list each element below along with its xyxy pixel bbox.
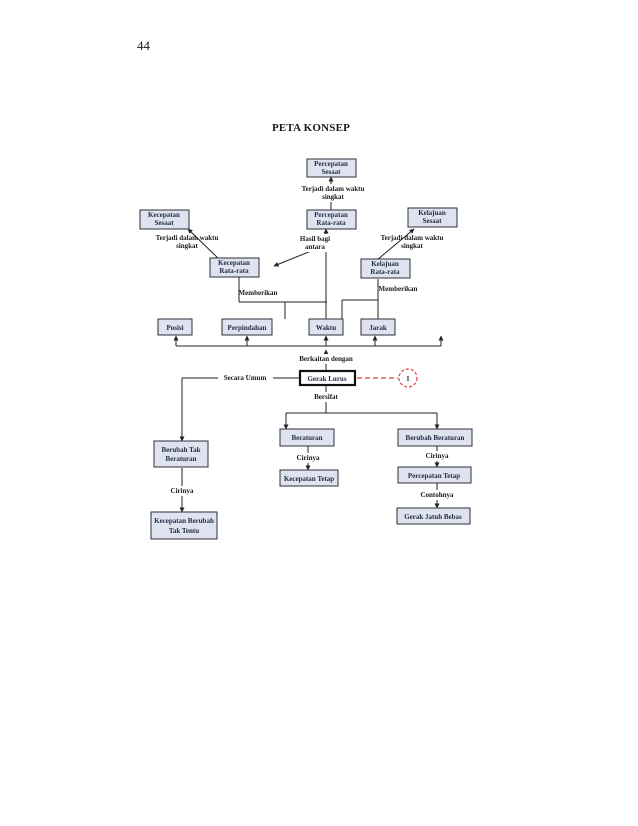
link-memberikan-right: Memberikan [379, 285, 418, 293]
node-jarak [360, 318, 396, 336]
node-gerak-lurus-label: Gerak Lurus [307, 375, 346, 383]
page-number: 44 [137, 38, 150, 53]
node-berubah-beraturan-label: Berubah Beraturan [406, 434, 465, 442]
node-kecepatan-ratarata-line1: Kecepatan [218, 259, 250, 267]
link-terjadi-left-line2: singkat [176, 242, 198, 250]
link-memberikan-left: Memberikan [239, 289, 278, 297]
link-hasil-bagi-line1: Hasil bagi [300, 235, 330, 243]
link-bersifat: Bersifat [314, 393, 338, 401]
node-jarak-label: Jarak [369, 324, 387, 332]
node-perpindahan-label: Perpindahan [228, 324, 267, 332]
node-kelajuan-sesaat-line1: Kelajuan [418, 209, 446, 217]
node-posisi [157, 318, 193, 336]
node-gerak-lurus [298, 369, 357, 387]
node-kecepatan-ratarata-line2: Rata-rata [219, 267, 249, 275]
link-terjadi-right-line2: singkat [401, 242, 423, 250]
link-terjadi-right-line1: Terjadi dalam waktu [381, 234, 444, 242]
link-hasil-bagi-line2: antara [305, 243, 325, 251]
node-berubah-tak-beraturan-line2: Beraturan [165, 455, 196, 463]
node-kecepatan-ratarata [209, 257, 260, 278]
link-cirinya-beraturan: Cirinya [297, 454, 320, 462]
node-kecepatan-berubah-line1: Kecepatan Berubah [154, 517, 214, 525]
link-terjadi-left-line1: Terjadi dalam waktu [156, 234, 219, 242]
node-percepatan-ratarata-line2: Rata-rata [316, 219, 346, 227]
marker-circle [398, 368, 418, 388]
node-beraturan-label: Beraturan [291, 434, 322, 442]
node-percepatan-tetap-label: Percepatan Tetap [408, 472, 460, 480]
node-kecepatan-berubah-line2: Tak Tentu [169, 527, 199, 535]
node-percepatan-sesaat-line2: Sesaat [321, 168, 341, 176]
link-terjadi-top-line1: Terjadi dalam waktu [302, 185, 365, 193]
link-berkaitan-dengan: Berkaitan dengan [299, 355, 353, 363]
node-percepatan-sesaat-line1: Percepatan [314, 160, 348, 168]
node-perpindahan [221, 318, 273, 336]
node-kecepatan-tetap-label: Kecepatan Tetap [284, 475, 334, 483]
node-percepatan-sesaat [306, 158, 357, 178]
link-cirinya-tak: Cirinya [171, 487, 194, 495]
node-gerak-jatuh-bebas-label: Gerak Jatuh Bebas [404, 513, 462, 521]
node-percepatan-ratarata-line1: Percepatan [314, 211, 348, 219]
node-berubah-tak-beraturan [153, 440, 209, 468]
node-berubah-beraturan [397, 428, 473, 447]
node-kecepatan-sesaat-line2: Sesaat [154, 219, 174, 227]
link-terjadi-top-line2: singkat [322, 193, 344, 201]
node-posisi-label: Posisi [166, 324, 183, 332]
link-contohnya: Contohnya [420, 491, 454, 499]
link-secara-umum: Secara Umum [224, 374, 267, 382]
node-kecepatan-sesaat [139, 209, 190, 230]
node-kelajuan-ratarata-line2: Rata-rata [370, 268, 400, 276]
node-waktu-label: Waktu [316, 324, 336, 332]
node-kelajuan-ratarata [360, 258, 411, 279]
node-berubah-tak-beraturan-line1: Berubah Tak [161, 446, 200, 454]
node-kelajuan-sesaat-line2: Sesaat [422, 217, 442, 225]
node-percepatan-ratarata [306, 209, 357, 230]
node-beraturan [279, 428, 335, 447]
node-kecepatan-sesaat-line1: Kecepatan [148, 211, 180, 219]
node-waktu [308, 318, 344, 336]
node-kelajuan-sesaat [407, 207, 458, 228]
page-title: PETA KONSEP [271, 122, 351, 134]
node-kelajuan-ratarata-line1: Kelajuan [371, 260, 399, 268]
node-percepatan-tetap [397, 466, 472, 484]
node-kecepatan-berubah-tak-tentu [150, 511, 218, 540]
node-kecepatan-tetap [279, 469, 339, 487]
node-gerak-jatuh-bebas [396, 507, 471, 525]
marker-label: I [407, 375, 410, 383]
link-cirinya-berubah: Cirinya [426, 452, 449, 460]
